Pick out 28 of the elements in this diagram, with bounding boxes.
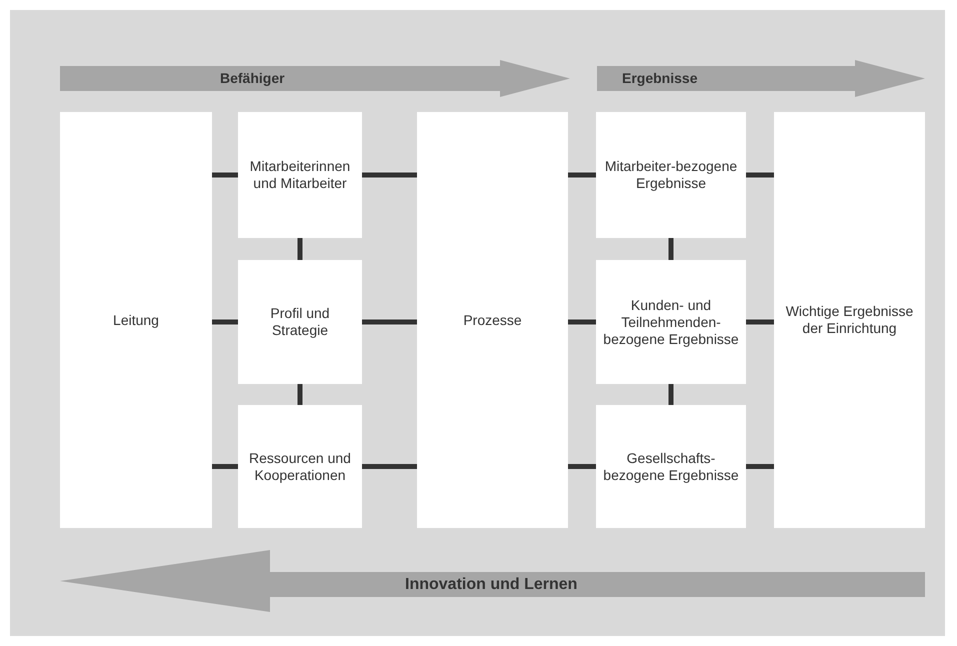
arrow-label: Innovation und Lernen bbox=[405, 576, 578, 594]
model-box: Gesellschafts-bezogene Ergebnisse bbox=[596, 405, 746, 528]
arrow-label: Befähiger bbox=[220, 70, 285, 86]
model-box: Kunden- und Teilnehmenden-bezogene Ergebnisse bbox=[596, 260, 746, 384]
connector-bar bbox=[568, 172, 596, 178]
model-box: Wichtige Ergebnisse der Einrichtung bbox=[774, 112, 925, 528]
connector-bar bbox=[746, 172, 774, 178]
connector-bar bbox=[746, 464, 774, 469]
connector-bar bbox=[298, 238, 302, 260]
model-box: Prozesse bbox=[417, 112, 568, 528]
connector-bar bbox=[362, 464, 417, 469]
model-box: Profil und Strategie bbox=[238, 260, 362, 384]
connector-bar bbox=[212, 172, 238, 178]
connector-bar bbox=[212, 464, 238, 469]
connector-bar bbox=[746, 320, 774, 324]
connector-bar bbox=[668, 384, 674, 405]
model-box: Mitarbeiterinnen und Mitarbeiter bbox=[238, 112, 362, 238]
connector-bar bbox=[568, 464, 596, 469]
model-box: Leitung bbox=[60, 112, 212, 528]
connector-bar bbox=[668, 238, 674, 260]
model-box: Ressourcen und Kooperationen bbox=[238, 405, 362, 528]
connector-bar bbox=[362, 172, 417, 178]
connector-bar bbox=[212, 320, 238, 324]
arrow-label: Ergebnisse bbox=[622, 70, 698, 86]
model-box: Mitarbeiter-bezogene Ergebnisse bbox=[596, 112, 746, 238]
connector-bar bbox=[362, 320, 417, 324]
connector-bar bbox=[298, 384, 302, 405]
connector-bar bbox=[568, 320, 596, 324]
